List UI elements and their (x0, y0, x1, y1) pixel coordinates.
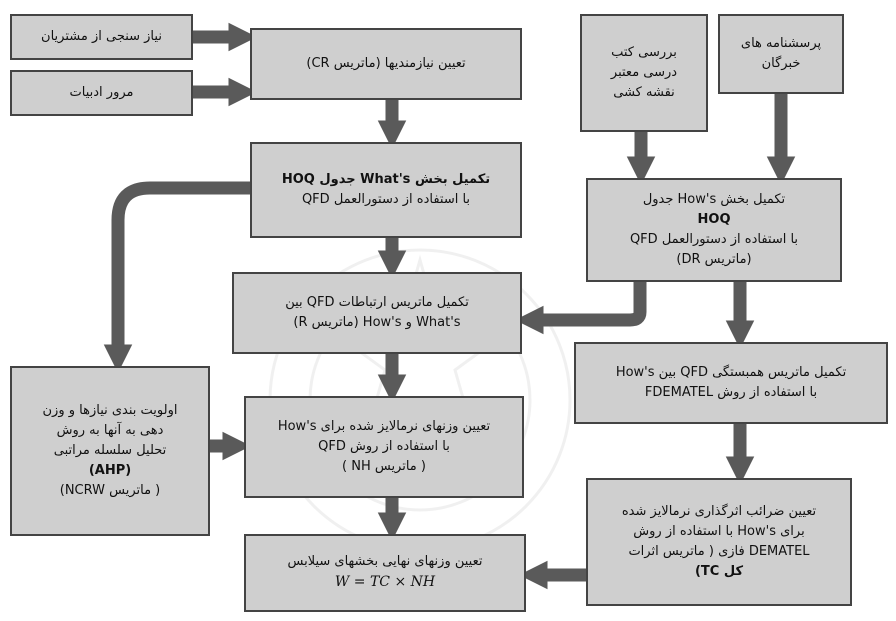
expert-questionnaire-box: پرسشنامه های خبرگان (718, 14, 844, 94)
literature-review-box: مرور ادبیات (10, 70, 193, 116)
relations-matrix-line-2: What's و How's (ماتریس R) (293, 315, 461, 330)
influence-coefficients-line-1: تعیین ضرائب اثرگذاری نرمالایز شده (621, 503, 817, 519)
correlation-matrix-box: تکمیل ماتریس همبستگی QFD بین How's با اس… (574, 342, 888, 424)
ahp-priority-line-1: اولویت بندی نیازها و وزن (42, 402, 178, 418)
hows-section-line-1: تکمیل بخش How's جدول (642, 191, 786, 207)
arrow-whats-to-ahp (103, 181, 250, 373)
literature-review-line-1: مرور ادبیات (69, 84, 134, 100)
hows-section-line-2: HOQ (697, 211, 731, 227)
final-weights-line-1: تعیین وزنهای نهایی بخشهای سیلابس (287, 554, 483, 570)
final-weights-box: تعیین وزنهای نهایی بخشهای سیلابس W = TC … (244, 534, 526, 612)
ahp-priority-line-2: دهی به آنها به روش (56, 422, 164, 438)
expert-questionnaire-line-2: خبرگان (761, 56, 801, 71)
whats-section-box: تکمیل بخش What's جدول HOQ با استفاده از … (250, 142, 522, 238)
ahp-priority-line-3: تحلیل سلسله مراتبی (53, 442, 167, 458)
correlation-matrix-line-2: با استفاده از روش FDEMATEL (644, 385, 818, 400)
hows-section-line-3: با استفاده از دستورالعمل QFD (629, 232, 799, 247)
hows-section-box: تکمیل بخش How's جدول HOQ با استفاده از د… (586, 178, 842, 282)
relations-matrix-line-1: تکمیل ماتریس ارتباطات QFD بین (285, 294, 469, 310)
correlation-matrix-line-1: تکمیل ماتریس همبستگی QFD بین How's (615, 364, 847, 380)
normalized-weights-line-1: تعیین وزنهای نرمالایز شده برای How's (277, 418, 491, 434)
determine-needs-line-1: تعیین نیازمندیها (ماتریس CR) (306, 55, 466, 71)
expert-questionnaire-line-1: پرسشنامه های (740, 35, 822, 51)
textbook-review-box: بررسی کتب درسی معتبر نقشه کشی (580, 14, 708, 132)
relations-matrix-box: تکمیل ماتریس ارتباطات QFD بین What's و H… (232, 272, 522, 354)
arrow-hows-to-relations (515, 282, 647, 335)
influence-coefficients-line-2: برای How's با استفاده از روش (633, 523, 805, 539)
ahp-priority-line-4: (AHP) (88, 463, 132, 479)
influence-coefficients-line-3: DEMATEL فازی ( ماتریس اثرات (628, 544, 810, 559)
textbook-review-line-2: درسی معتبر (610, 64, 678, 80)
needs-survey-line-1: نیاز سنجی از مشتریان (41, 28, 162, 44)
ahp-priority-box: اولویت بندی نیازها و وزن دهی به آنها به … (10, 366, 210, 536)
ahp-priority-line-5: ( ماتریس NCRW) (59, 483, 161, 499)
whats-section-line-1: تکمیل بخش What's جدول HOQ (281, 171, 491, 187)
textbook-review-line-1: بررسی کتب (611, 44, 677, 60)
normalized-weights-line-2: با استفاده از روش QFD (318, 438, 450, 454)
influence-coefficients-line-4: کل TC) (694, 564, 744, 580)
final-weights-formula: W = TC × NH (334, 574, 436, 591)
influence-coefficients-box: تعیین ضرائب اثرگذاری نرمالایز شده برای H… (586, 478, 852, 606)
whats-section-line-2: با استفاده از دستورالعمل QFD (301, 192, 471, 207)
needs-survey-box: نیاز سنجی از مشتریان (10, 14, 193, 60)
textbook-review-line-3: نقشه کشی (613, 85, 675, 101)
hows-section-line-4: (ماتریس DR) (676, 252, 752, 268)
normalized-weights-line-3: ( ماتریس NH ) (342, 459, 426, 475)
determine-needs-box: تعیین نیازمندیها (ماتریس CR) (250, 28, 522, 100)
normalized-weights-box: تعیین وزنهای نرمالایز شده برای How's با … (244, 396, 524, 498)
